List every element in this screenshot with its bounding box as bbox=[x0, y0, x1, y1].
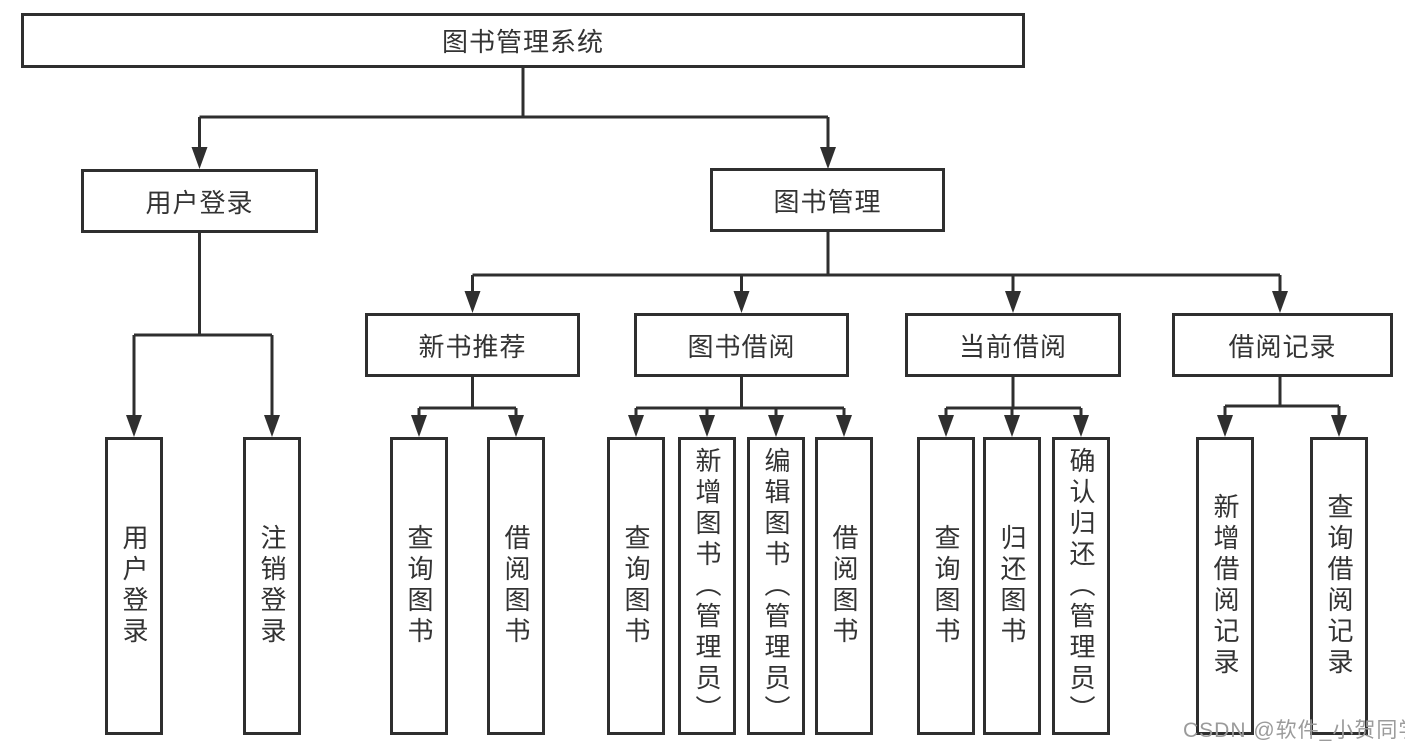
leaf-borrow-query-books: 查询图书 bbox=[607, 437, 665, 735]
leaf-borrow-edit-books-admin: 编辑图书（管理员） bbox=[747, 437, 805, 735]
node-label: 图书管理 bbox=[773, 186, 882, 217]
node-user-login: 用户登录 bbox=[81, 169, 318, 233]
leaf-label: 归还图书 bbox=[997, 524, 1027, 648]
node-current-borrow: 当前借阅 bbox=[905, 313, 1121, 377]
node-new-book-recommend: 新书推荐 bbox=[365, 313, 580, 377]
node-root-system: 图书管理系统 bbox=[21, 13, 1025, 68]
node-label: 当前借阅 bbox=[958, 331, 1067, 362]
leaf-label: 查询图书 bbox=[621, 524, 651, 648]
node-label: 图书管理系统 bbox=[441, 27, 604, 57]
leaf-records-add-record: 新增借阅记录 bbox=[1196, 437, 1254, 735]
leaf-label: 新增图书（管理员） bbox=[692, 446, 722, 726]
leaf-label: 查询图书 bbox=[404, 524, 434, 648]
leaf-current-query-books: 查询图书 bbox=[917, 437, 975, 735]
csdn-watermark: CSDN @软件_小贺同学 bbox=[1183, 719, 1405, 742]
leaf-label: 借阅图书 bbox=[501, 524, 531, 648]
leaf-recommend-borrow-books: 借阅图书 bbox=[487, 437, 545, 735]
node-book-borrow: 图书借阅 bbox=[634, 313, 849, 377]
leaf-borrow-add-books-admin: 新增图书（管理员） bbox=[678, 437, 736, 735]
node-label: 新书推荐 bbox=[418, 331, 527, 362]
leaf-recommend-query-books: 查询图书 bbox=[390, 437, 448, 735]
leaf-current-return-books: 归还图书 bbox=[983, 437, 1041, 735]
node-borrow-records: 借阅记录 bbox=[1172, 313, 1393, 377]
node-label: 图书借阅 bbox=[687, 331, 796, 362]
leaf-label: 查询借阅记录 bbox=[1324, 493, 1354, 679]
leaf-records-query-record: 查询借阅记录 bbox=[1310, 437, 1368, 735]
leaf-logout: 注销登录 bbox=[243, 437, 301, 735]
leaf-label: 借阅图书 bbox=[829, 524, 859, 648]
node-label: 用户登录 bbox=[145, 187, 254, 218]
leaf-label: 用户登录 bbox=[119, 524, 149, 648]
leaf-current-confirm-return-admin: 确认归还（管理员） bbox=[1052, 437, 1110, 735]
leaf-label: 查询图书 bbox=[931, 524, 961, 648]
leaf-label: 编辑图书（管理员） bbox=[761, 446, 791, 726]
leaf-label: 注销登录 bbox=[257, 524, 287, 648]
leaf-label: 确认归还（管理员） bbox=[1066, 446, 1096, 726]
leaf-label: 新增借阅记录 bbox=[1210, 493, 1240, 679]
node-label: 借阅记录 bbox=[1228, 331, 1337, 362]
leaf-user-login: 用户登录 bbox=[105, 437, 163, 735]
node-book-management: 图书管理 bbox=[710, 168, 945, 232]
leaf-borrow-borrow-books: 借阅图书 bbox=[815, 437, 873, 735]
